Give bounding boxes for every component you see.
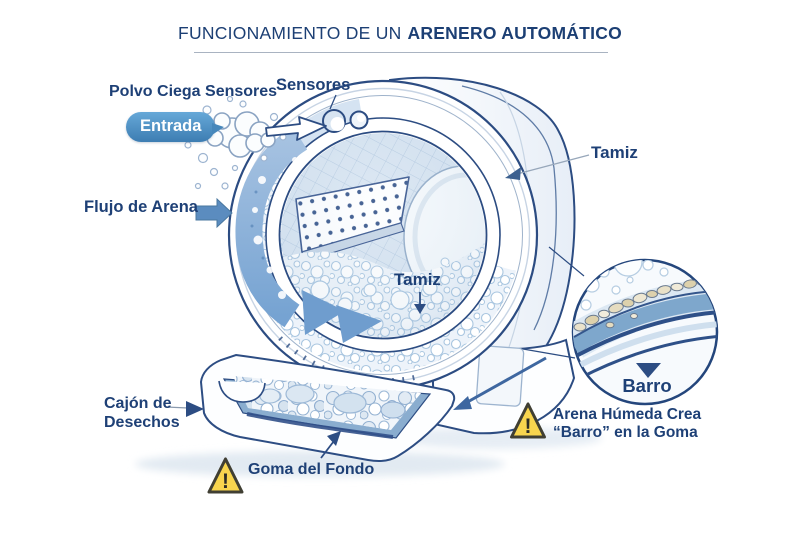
sensor-lenses <box>322 109 369 133</box>
litter-clumps <box>233 376 421 430</box>
label-sieve-right: Tamiz <box>591 143 638 162</box>
cajon-arrow <box>165 401 204 417</box>
dust-to-sensors-arrow <box>265 116 327 141</box>
tamiz-right-arrow <box>505 154 590 180</box>
label-sensors: Sensores <box>276 76 351 94</box>
warning-icon-arena: ! <box>510 402 546 439</box>
goma-arrow <box>320 431 341 459</box>
sand-flow-arrow <box>195 197 233 229</box>
tamiz-center-arrow <box>414 292 426 314</box>
barro-pointer-icon <box>636 363 661 378</box>
label-waste-drawer-line1: Cajón de <box>104 395 172 412</box>
title-underline <box>194 52 608 53</box>
mud-clumps <box>573 278 708 332</box>
label-wet-sand-warning: Arena Húmeda Crea“Barro” en la Goma <box>553 406 701 442</box>
magnifier-inset <box>571 258 719 406</box>
label-mud: Barro <box>622 375 672 396</box>
base-to-rubber-arrow <box>453 356 547 410</box>
sand-swirl-arrow <box>235 126 382 343</box>
inlet-badge: Entrada <box>126 112 225 142</box>
label-bottom-rubber: Goma del Fondo <box>248 461 375 478</box>
bottom-rubber-strip <box>246 412 394 439</box>
title-emphasis: ARENERO AUTOMÁTICO <box>407 23 622 43</box>
drum-front <box>227 79 539 391</box>
label-wet-sand-line1: Arena Húmeda Crea <box>553 406 702 423</box>
waste-drawer <box>199 353 456 462</box>
drum-opening <box>281 133 485 337</box>
label-sieve-center: Tamiz <box>394 270 441 289</box>
label-sand-flow: Flujo de Arena <box>84 198 198 216</box>
label-waste-drawer-line2: Desechos <box>104 413 180 431</box>
rubber-band-closeup <box>573 293 717 353</box>
drawer-handle-notch <box>218 380 266 403</box>
sensors-leader-line <box>329 94 337 110</box>
magnifier-connector-lines <box>522 246 585 359</box>
warning-mark: ! <box>222 470 229 493</box>
warning-mark: ! <box>525 415 532 438</box>
warning-icon-goma: ! <box>207 457 244 494</box>
title-prefix: FUNCIONAMIENTO DE UN <box>178 23 402 43</box>
label-wet-sand-line2: “Barro” en la Goma <box>553 423 698 441</box>
label-dust-blinds-sensors: Polvo Ciega Sensores <box>109 83 278 100</box>
